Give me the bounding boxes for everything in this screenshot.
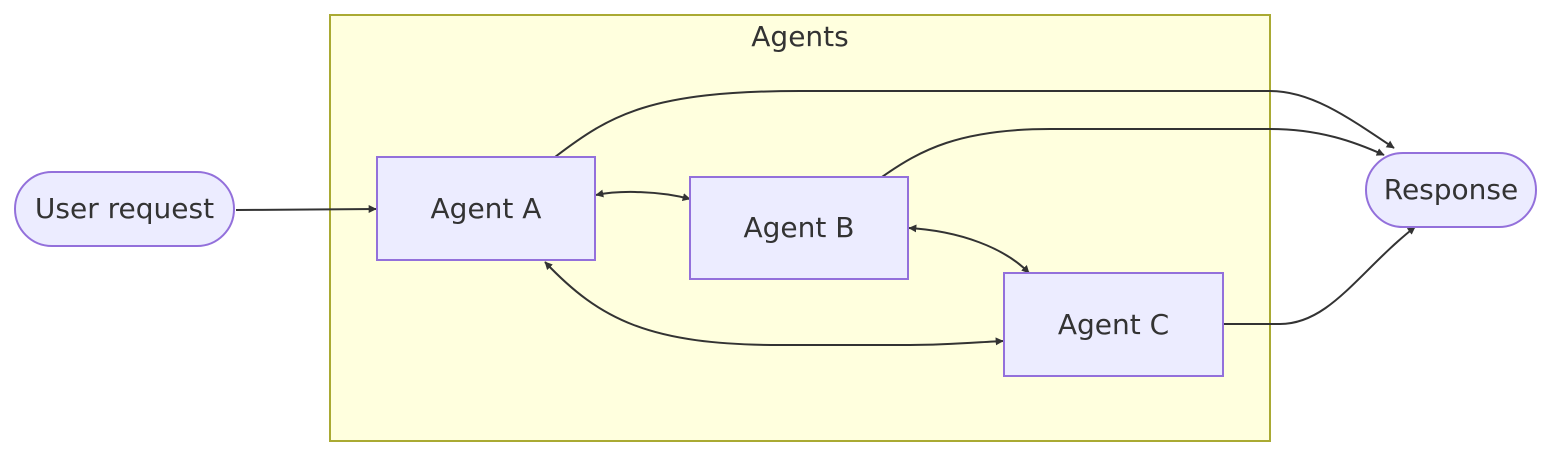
- edge-agent-a-to-response: [554, 90, 1395, 158]
- node-user-request: User request: [14, 171, 235, 247]
- node-agent-c-label: Agent C: [1058, 308, 1169, 341]
- node-agent-b-shape: [689, 176, 909, 280]
- edge-agent-b-agent-c: [908, 224, 1030, 274]
- node-agent-c: Agent C: [1003, 272, 1224, 377]
- node-user-request-label: User request: [35, 192, 214, 225]
- node-agent-a: Agent A: [376, 156, 596, 261]
- node-agent-b-label: Agent B: [744, 211, 855, 244]
- node-agent-a-shape: [376, 156, 596, 261]
- edge-agent-b-to-response: [881, 128, 1385, 178]
- agents-cluster-label: Agents: [751, 20, 848, 53]
- edge-agent-a-agent-b: [595, 189, 691, 201]
- node-response-label: Response: [1384, 173, 1518, 206]
- node-agent-a-label: Agent A: [431, 192, 542, 225]
- node-agent-b: Agent B: [689, 176, 909, 280]
- node-agent-c-shape: [1003, 272, 1224, 377]
- node-response: Response: [1365, 152, 1537, 228]
- edge-user-request-to-agent-a: [235, 205, 377, 214]
- edge-agent-c-to-response: [1224, 226, 1416, 325]
- edges: [235, 90, 1416, 346]
- node-user-request-shape: [14, 171, 235, 247]
- edge-agent-a-agent-c: [544, 261, 1004, 346]
- node-response-shape: [1365, 152, 1537, 228]
